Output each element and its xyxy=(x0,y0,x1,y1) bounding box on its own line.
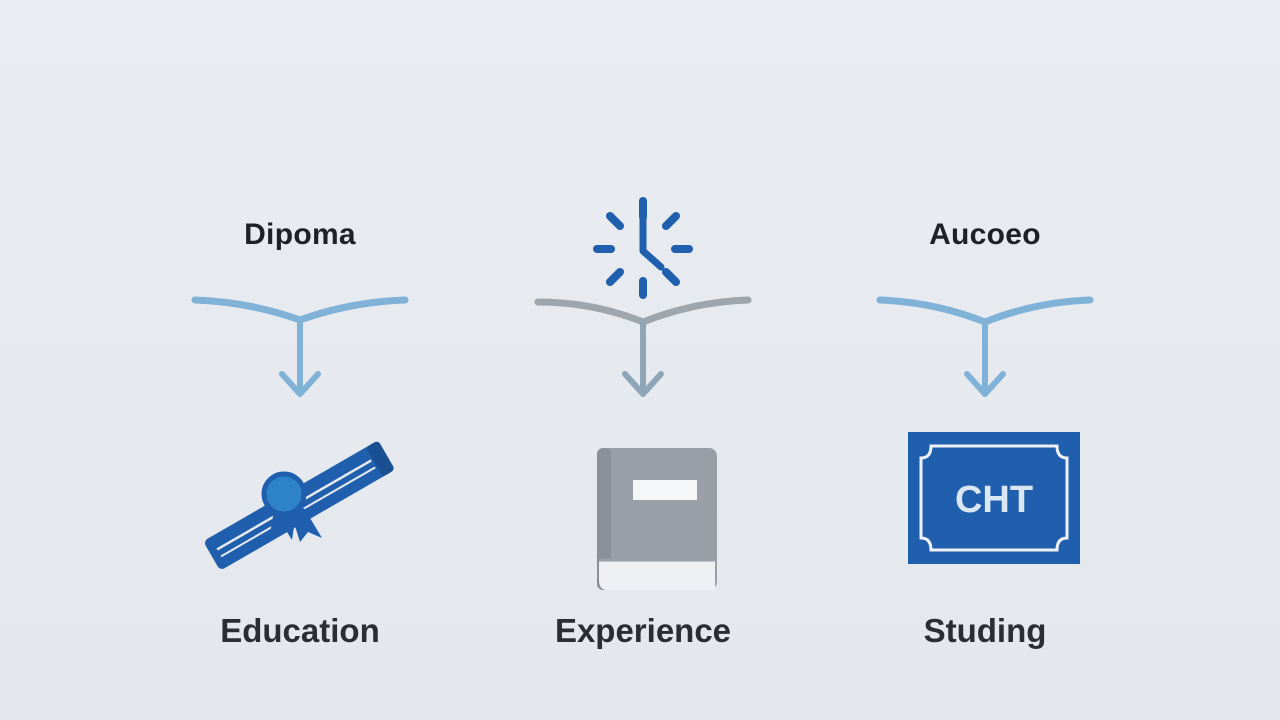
certificate-icon: CHT xyxy=(908,432,1080,564)
column-experience: Experience xyxy=(493,0,793,720)
diploma-scroll-icon xyxy=(204,441,394,569)
column-education: Dipoma Education xyxy=(150,0,450,720)
certificate-text: CHT xyxy=(955,479,1033,521)
bottom-label-education: Education xyxy=(220,612,380,649)
book-icon xyxy=(597,448,717,590)
clock-icon xyxy=(593,197,693,299)
top-label-aucoeo: Aucoeo xyxy=(929,218,1041,251)
connector-arrow xyxy=(534,296,752,397)
column-studing: Aucoeo CHT Studing xyxy=(835,0,1135,720)
top-label-diploma: Dipoma xyxy=(244,218,356,251)
bottom-label-studing: Studing xyxy=(923,612,1047,649)
connector-arrow xyxy=(876,296,1094,397)
connector-arrow xyxy=(191,296,409,397)
bottom-label-experience: Experience xyxy=(554,612,732,649)
